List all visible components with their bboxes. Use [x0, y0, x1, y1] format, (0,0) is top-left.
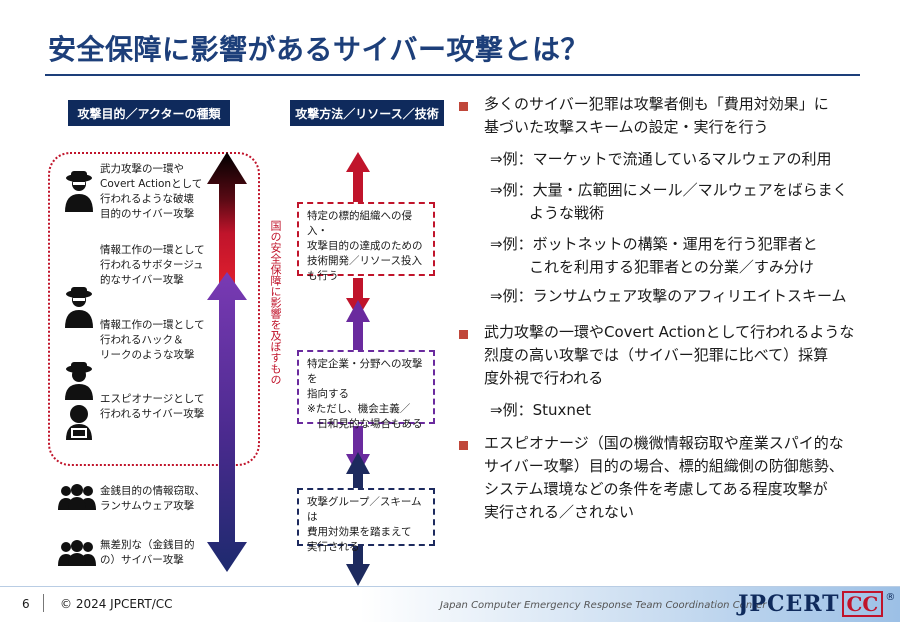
red-up-arrow	[346, 152, 370, 202]
logo-cc-text: CC	[841, 591, 884, 617]
actor-icon-5	[58, 484, 96, 514]
method-box-cost-effective: 攻撃グループ／スキームは費用対効果を踏まえて実行される	[297, 488, 435, 553]
actor-icon-6	[58, 540, 96, 570]
spy-person-icon	[65, 362, 93, 400]
bullet-1-example-2: ⇒例：大量・広範囲にメール／マルウェアをばらまく	[490, 181, 848, 199]
navy-down-arrow	[346, 546, 370, 586]
jpcert-logo: JPCERT CC ®	[738, 590, 895, 618]
bullet-2-text: 武力攻撃の一環やCovert Actionとして行われるような烈度の高い攻撃では…	[484, 323, 855, 387]
footer-bar	[0, 586, 900, 622]
footer-separator	[43, 594, 44, 612]
destructive-arrow	[207, 152, 247, 288]
actor-icon-4a	[62, 360, 96, 404]
registered-mark: ®	[885, 592, 896, 603]
actor-icon-1	[62, 168, 96, 216]
group-icon	[58, 484, 96, 510]
spectrum-arrow	[207, 272, 247, 572]
purple-up-arrow	[346, 300, 370, 350]
spy-person-icon	[65, 287, 93, 328]
actor-icon-3	[62, 284, 96, 332]
bullet-marker	[459, 330, 468, 339]
method-box-sector: 特定企業・分野への攻撃を指向する※ただし、機会主義／ 日和見的な場合もある	[297, 350, 435, 430]
actor-text-4: エスピオナージとして行われるサイバー攻撃	[100, 393, 205, 420]
bullet-1-example-2-cont: ような戦術	[529, 204, 605, 222]
page-number: 6	[22, 597, 30, 611]
bullet-marker	[459, 441, 468, 450]
method-arrows	[346, 152, 370, 586]
bullet-1-example-3-cont: これを利用する犯罪者との分業／すみ分け	[529, 258, 814, 276]
bullet-marker	[459, 102, 468, 111]
copyright: © 2024 JPCERT/CC	[60, 597, 173, 611]
organization-name: Japan Computer Emergency Response Team C…	[440, 600, 767, 611]
vertical-security-label: 国の安全保障に影響を及ぼすもの	[269, 220, 282, 385]
actor-text-6: 無差別な（金銭目的の）サイバー攻撃	[100, 539, 195, 566]
actor-text-5: 金銭目的の情報窃取、ランサムウェア攻撃	[100, 485, 205, 512]
group-icon	[58, 540, 96, 566]
actor-icon-4b	[64, 404, 94, 444]
bullet-1-example-4: ⇒例：ランサムウェア攻撃のアフィリエイトスキーム	[490, 287, 847, 305]
page-title: 安全保障に影響があるサイバー攻撃とは？	[48, 33, 589, 66]
bullet-1-example-3: ⇒例：ボットネットの構築・運用を行う犯罪者と	[490, 235, 818, 253]
spy-person-icon	[65, 171, 93, 212]
navy-up-arrow	[346, 452, 370, 488]
severity-arrows	[207, 152, 247, 572]
bullet-1-example-1: ⇒例：マーケットで流通しているマルウェアの利用	[490, 150, 832, 168]
actor-text-3: 情報工作の一環として行われるハック＆リークのような攻撃	[100, 319, 205, 361]
hacker-person-icon	[66, 405, 92, 440]
left-column-header: 攻撃目的／アクターの種類	[68, 100, 230, 126]
bullet-2-example-1: ⇒例：Stuxnet	[490, 401, 591, 419]
logo-text: JPCERT	[738, 591, 840, 617]
title-divider	[45, 74, 860, 76]
bullet-1-text: 多くのサイバー犯罪は攻撃者側も「費用対効果」に基づいた攻撃スキームの設定・実行を…	[484, 95, 829, 136]
right-column-header: 攻撃方法／リソース／技術	[290, 100, 444, 126]
bullet-3-text: エスピオナージ（国の機微情報窃取や産業スパイ的なサイバー攻撃）目的の場合、標的組…	[484, 434, 844, 521]
national-security-frame	[48, 152, 260, 466]
actor-text-2: 情報工作の一環として行われるサボタージュ的なサイバー攻撃	[100, 244, 205, 286]
footer-divider	[0, 586, 900, 587]
method-box-targeted: 特定の標的組織への侵入・攻撃目的の達成のための技術開発／リソース投入も行う	[297, 202, 435, 282]
red-down-arrow	[346, 278, 370, 318]
